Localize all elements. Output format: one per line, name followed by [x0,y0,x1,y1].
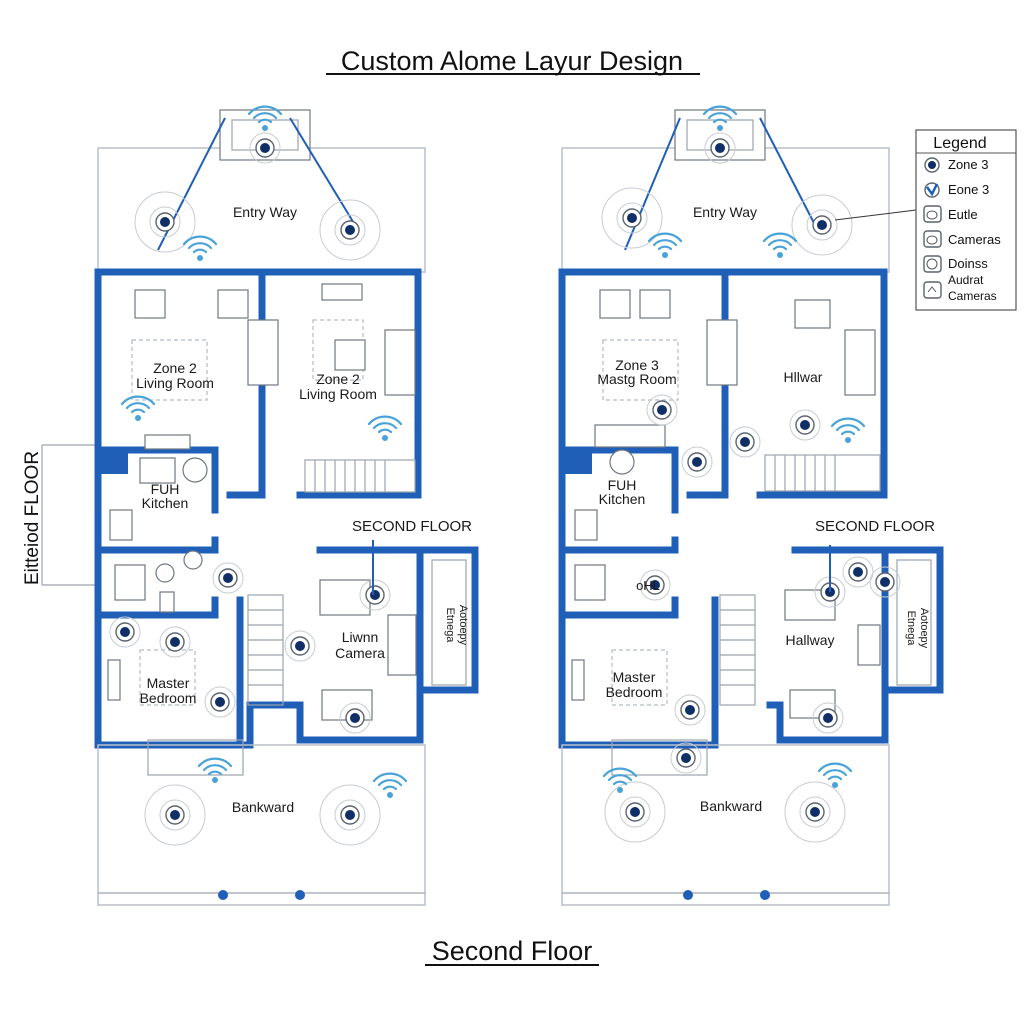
legend-item-label: Doinss [948,256,988,271]
left-room2-name: Living Room [299,386,377,402]
right-kitchen-name: Kitchen [599,491,646,507]
left-second-floor-label: SECOND FLOOR [352,518,472,535]
left-bedroom-line2: Bedroom [140,690,197,706]
legend-item-label: Eone 3 [948,182,989,197]
legend-item-label: Audrat [948,273,984,287]
right-entry-way-label: Entry Way [693,204,757,220]
left-bedroom-line1: Master [147,675,190,691]
left-kitchen-name: Kitchen [142,495,189,511]
side-floor-label: Eitteiod FLOOR [22,451,43,585]
right-floor-plan: Entry Way [558,105,944,906]
legend-item-label: Eutle [948,207,978,222]
right-kitchen-zone: FUH [608,477,637,493]
left-living-line2: Camera [335,645,385,661]
footer-title: Second Floor [432,936,593,966]
left-floor-plan: Entry Way [94,105,479,906]
legend-title: Legend [933,135,986,152]
right-backyard-label: Bankward [700,798,762,814]
legend: Legend Zone 3 Eone 3 Eutle Cameras Doins… [915,129,1017,311]
right-bedroom-line2: Bedroom [606,684,663,700]
legend-item-label: Cameras [948,232,1001,247]
legend-item-label-line: Audrat [948,273,984,287]
left-living-line1: Liwnn [342,629,379,645]
page-title: Custom Alome Layur Design [341,46,683,76]
wifi-camera-icon [924,182,940,198]
camera-outline-icon [923,230,942,248]
left-room1-zone: Zone 2 [153,360,197,376]
right-second-floor-label: SECOND FLOOR [815,518,935,535]
dome-camera-icon [924,157,940,173]
left-entry-way-label: Entry Way [233,204,297,220]
right-bedroom-line1: Master [613,669,656,685]
ring-icon [923,255,942,273]
circle-outline-icon [923,205,942,223]
right-room1-name: Mastg Room [597,371,676,387]
left-room2-zone: Zone 2 [316,371,360,387]
right-room2-label: Hllwar [784,369,823,385]
legend-item-label-line2: Cameras [948,289,997,303]
left-backyard-label: Bankward [232,799,294,815]
left-kitchen-zone: FUH [151,481,180,497]
left-balcony-line2: Aotoepy [457,605,469,646]
right-bath-label: oHL [636,578,660,593]
right-balcony-line2: Aotoepy [918,608,930,649]
right-balcony-line1: Etnega [905,611,917,647]
legend-item-label: Zone 3 [948,157,988,172]
left-balcony-line1: Etnega [444,608,456,644]
right-room1-zone: Zone 3 [615,357,659,373]
audio-camera-icon [923,281,942,299]
left-room1-name: Living Room [136,375,214,391]
right-hallway-label: Hallway [785,632,834,648]
